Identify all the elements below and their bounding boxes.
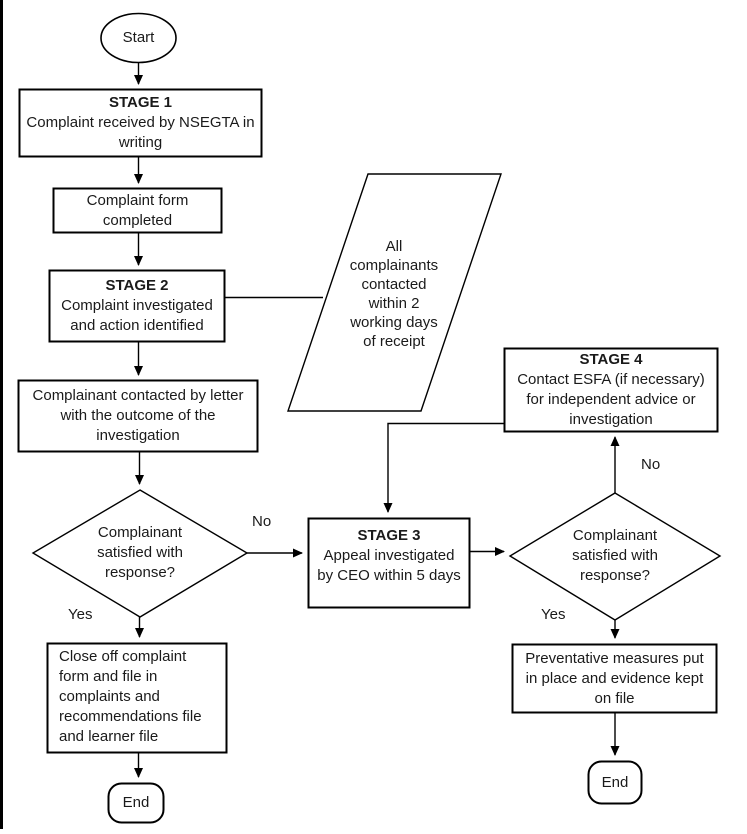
stage2-box-shape <box>48 269 226 343</box>
complaint-form-box-shape <box>52 187 223 234</box>
decision2-yes-label: Yes <box>541 606 566 623</box>
end-right-terminator-shape <box>587 760 643 805</box>
edge-stage4-stage3 <box>383 422 504 513</box>
stage1-box-shape <box>18 88 263 158</box>
decision2-diamond-shape <box>508 492 722 621</box>
decision1-diamond-shape <box>31 489 249 618</box>
page-edge-line <box>0 0 3 829</box>
start-terminator-shape <box>100 12 177 64</box>
contact-note-parallelogram-shape <box>287 173 502 412</box>
preventative-box-shape <box>511 643 718 714</box>
stage3-box-shape <box>307 517 471 609</box>
decision1-yes-label: Yes <box>68 606 93 623</box>
end-left-terminator-shape <box>107 782 165 824</box>
decision2-no-label: No <box>641 456 661 473</box>
stage4-box-shape <box>503 347 719 433</box>
decision1-no-label: No <box>252 513 272 530</box>
close-off-box-shape <box>46 642 228 754</box>
outcome-letter-box-shape <box>17 379 259 453</box>
